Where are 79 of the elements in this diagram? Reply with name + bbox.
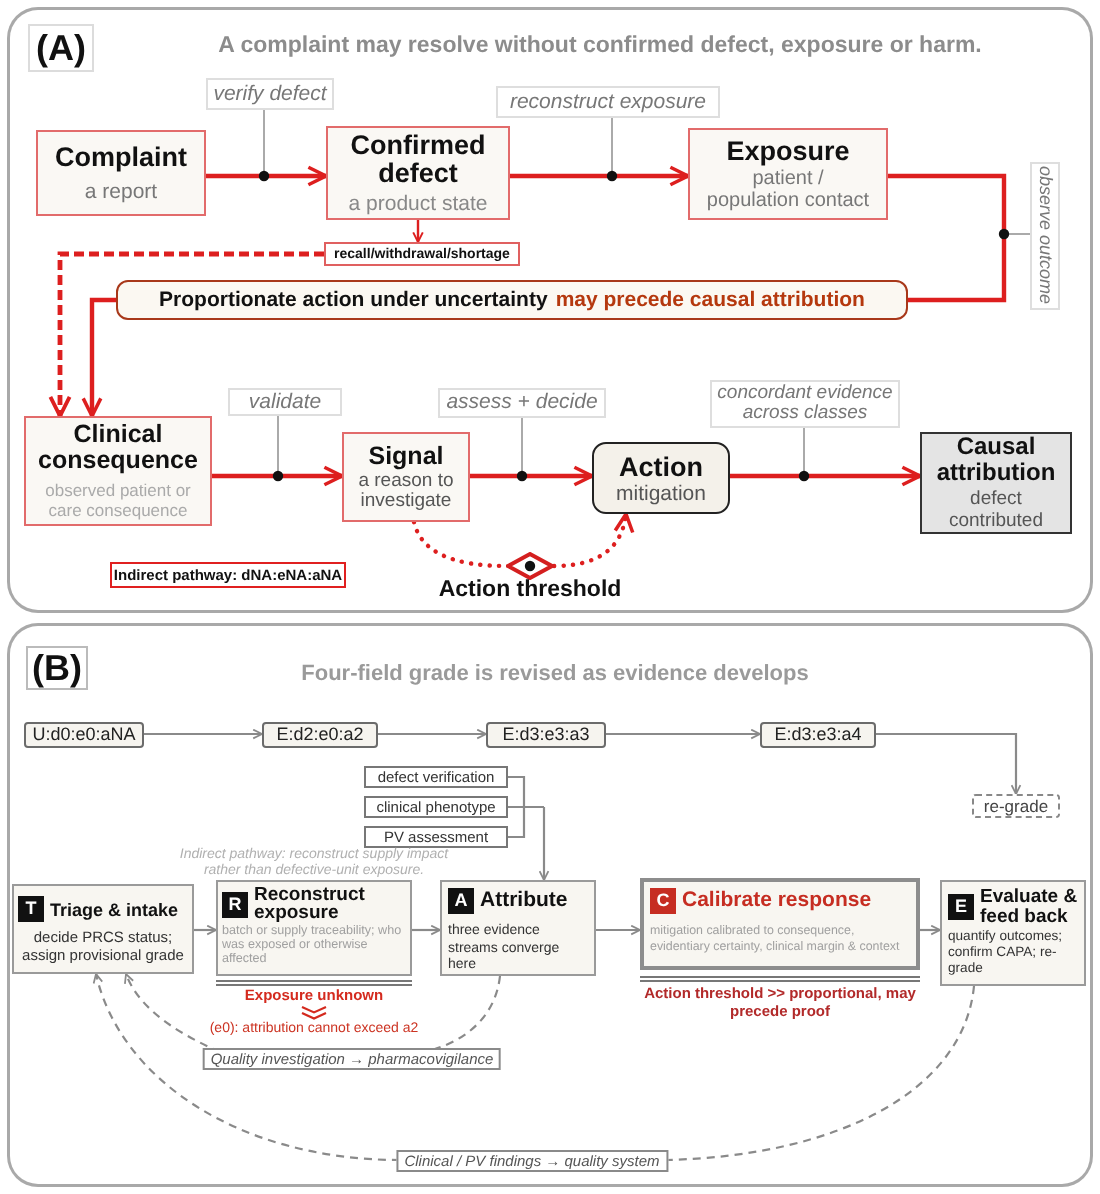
step-title: Triage & intake xyxy=(50,899,179,919)
arrow xyxy=(538,807,550,881)
panel-label: (A) xyxy=(28,24,94,72)
arrow xyxy=(194,924,217,936)
box-subtitle: mitigation xyxy=(616,481,706,505)
grade-box: E:d3:e3:a3 xyxy=(486,722,606,748)
step-card xyxy=(640,878,920,970)
box-subtitle: a product state xyxy=(348,191,488,215)
arrow xyxy=(81,297,116,418)
arrow xyxy=(920,924,941,936)
step-badge: E xyxy=(948,894,974,920)
panel-heading: A complaint may resolve without confirmed defect, exposure or harm. xyxy=(216,32,984,60)
box-subtitle: patient / population contact xyxy=(706,168,870,212)
panel-heading: Four-field grade is revised as evidence develops xyxy=(299,662,811,688)
step-card xyxy=(12,884,194,974)
arrow xyxy=(412,924,441,936)
step-title: Evaluate & feed back xyxy=(980,888,1078,926)
edge-label: verify defect xyxy=(206,78,334,110)
diamond-caption: Action threshold xyxy=(436,578,624,604)
step-card xyxy=(216,880,412,976)
process-box xyxy=(24,416,212,526)
decision-diamond xyxy=(506,552,554,580)
arrow xyxy=(510,165,690,187)
box-title: Confirmed defect xyxy=(348,131,488,187)
process-box xyxy=(326,126,510,220)
arrow xyxy=(730,465,922,487)
edge-label: observe outcome xyxy=(1030,162,1060,310)
grade-box: E:d2:e0:a2 xyxy=(262,722,378,748)
arrow xyxy=(470,465,594,487)
grade-box: E:d3:e3:a4 xyxy=(760,722,876,748)
step-badge: R xyxy=(222,891,248,917)
arrow xyxy=(606,728,761,740)
arrow xyxy=(412,220,424,243)
box-subtitle: a reason to investigate xyxy=(356,472,456,512)
box-subtitle: a report xyxy=(84,180,158,204)
arrow xyxy=(551,511,634,569)
panel-label: (B) xyxy=(26,646,88,690)
step-card xyxy=(940,880,1086,986)
arrow xyxy=(124,972,502,1054)
arrow xyxy=(212,465,344,487)
arrow xyxy=(93,972,976,1162)
step-title: Attribute xyxy=(480,890,568,912)
box-subtitle: observed patient or care consequence xyxy=(43,480,193,520)
step-title: Reconstruct exposure xyxy=(254,886,367,922)
step-title: Calibrate response xyxy=(682,890,872,912)
box-subtitle: defect contributed xyxy=(946,490,1045,532)
banner-text: may precede causal attribution xyxy=(555,288,865,312)
box-title: Action xyxy=(619,451,703,481)
arrow xyxy=(144,728,263,740)
box-title: Complaint xyxy=(55,142,187,172)
arrow xyxy=(876,732,1022,795)
box-title: Causal attribution xyxy=(934,434,1058,486)
process-box xyxy=(36,130,206,216)
edge-label: reconstruct exposure xyxy=(496,86,720,118)
edge-label: assess + decide xyxy=(438,388,606,418)
box-title: Signal xyxy=(368,442,444,470)
arrow xyxy=(48,251,324,418)
process-box xyxy=(342,432,470,522)
outcome-box xyxy=(920,432,1072,534)
panel xyxy=(10,626,1090,1184)
process-box xyxy=(688,128,888,220)
step-badge: C xyxy=(650,888,676,914)
process-box xyxy=(592,442,730,514)
edge-label: validate xyxy=(228,388,342,416)
grade-box: re-grade xyxy=(972,794,1060,818)
step-badge: T xyxy=(18,896,44,922)
connector-line xyxy=(888,173,1007,303)
connector-line xyxy=(508,805,544,839)
callout-banner xyxy=(116,280,908,320)
box-title: Exposure xyxy=(726,136,850,166)
step-badge: A xyxy=(448,888,474,914)
arrow xyxy=(378,728,487,740)
arrow xyxy=(596,924,641,936)
box-title: Clinical consequence xyxy=(36,422,200,474)
arrow xyxy=(206,165,328,187)
step-card xyxy=(440,880,596,976)
edge-label: concordant evidence across classes xyxy=(710,380,900,428)
grade-box: U:d0:e0:aNA xyxy=(24,722,144,748)
banner-text: Proportionate action under uncertainty xyxy=(159,288,548,312)
